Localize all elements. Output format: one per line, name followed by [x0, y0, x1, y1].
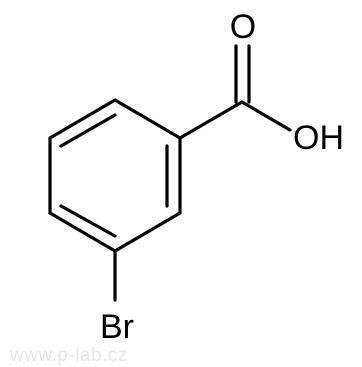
bromine-label: Br — [100, 308, 134, 346]
hydroxyl-bond — [240, 100, 292, 132]
ring-inner-bond-top — [59, 113, 117, 148]
hydroxyl-label: OH — [293, 119, 344, 157]
ring-bond-bottom-right — [113, 211, 182, 253]
bonds — [48, 44, 292, 302]
carboxyl-c-bond — [178, 100, 244, 140]
watermark-text: www.p-lab.cz — [9, 345, 128, 366]
ring-inner-bond-bottom — [59, 204, 117, 238]
oxygen-double-label: O — [230, 8, 256, 46]
ring-bond-top-right — [113, 98, 182, 140]
ring-bond-top-left — [48, 98, 117, 140]
ring-bond-bottom-left — [48, 211, 117, 253]
